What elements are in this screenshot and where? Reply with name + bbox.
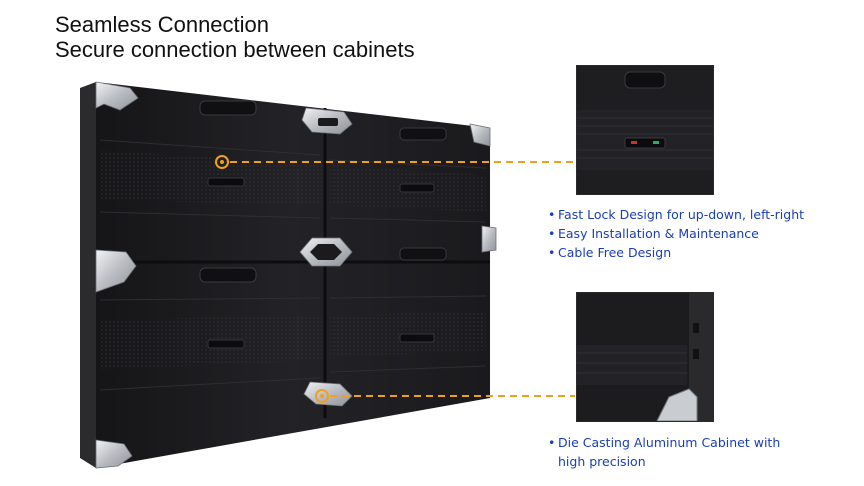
page-title: Seamless Connection Secure connection be… bbox=[55, 12, 415, 62]
list-item: •Easy Installation & Maintenance bbox=[548, 226, 759, 241]
callout-marker-top bbox=[215, 155, 229, 169]
corner-bracket-bottom-left bbox=[95, 439, 133, 469]
detail-photo-lock bbox=[576, 65, 714, 195]
title-line-2: Secure connection between cabinets bbox=[55, 37, 415, 62]
features-list-top: •Fast Lock Design for up-down, left-righ… bbox=[548, 205, 804, 262]
list-item-continuation: high precision bbox=[558, 454, 646, 469]
callout-marker-bottom bbox=[315, 389, 329, 403]
list-item: •Die Casting Aluminum Cabinet with bbox=[548, 435, 781, 450]
corner-bracket-mid-left bbox=[95, 249, 137, 293]
features-list-bottom: •Die Casting Aluminum Cabinet with high … bbox=[548, 433, 780, 471]
corner-bracket-icon bbox=[656, 388, 698, 421]
cabinet-side-frame bbox=[80, 82, 96, 468]
indicator-red-icon bbox=[631, 141, 637, 144]
detail-photo-corner bbox=[576, 292, 714, 422]
corner-bracket-top-right bbox=[469, 123, 491, 147]
list-item: •Cable Free Design bbox=[548, 245, 672, 260]
corner-bracket-top-left bbox=[95, 81, 139, 111]
title-line-1: Seamless Connection bbox=[55, 12, 270, 37]
indicator-green-icon bbox=[653, 141, 659, 144]
corner-bracket-mid-right bbox=[481, 225, 497, 253]
list-item: •Fast Lock Design for up-down, left-righ… bbox=[548, 207, 805, 222]
